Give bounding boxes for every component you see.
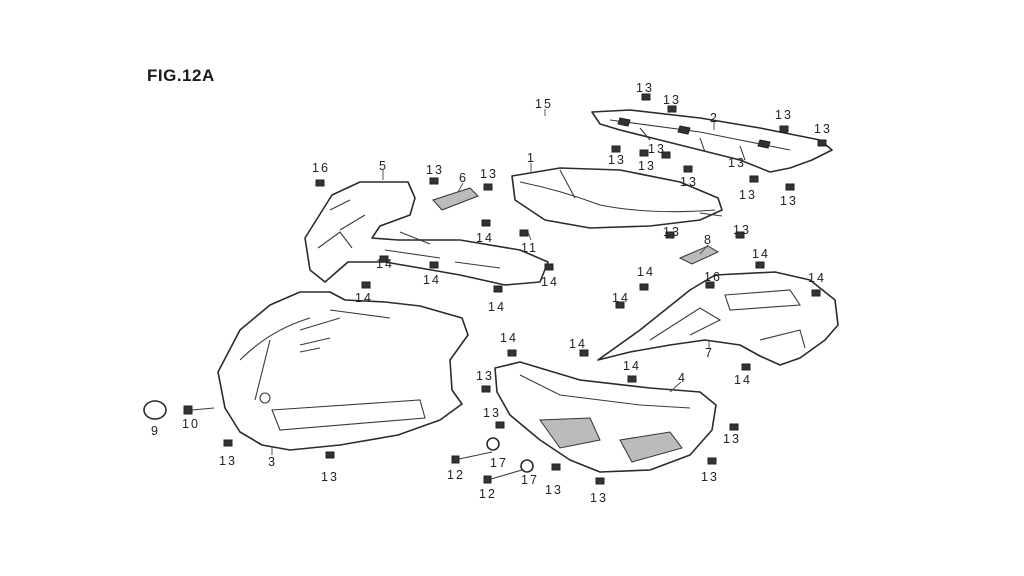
callout: 2 [710,111,719,125]
callout: 13 [780,194,798,208]
callout: 14 [612,291,630,305]
callout: 13 [476,369,494,383]
callout: 14 [500,331,518,345]
callout: 17 [490,456,508,470]
callout: 17 [521,473,539,487]
callout: 15 [535,97,553,111]
callout: 7 [705,346,714,360]
part-1-cover [511,167,723,229]
callout: 13 [636,81,654,95]
callout: 13 [728,156,746,170]
callout: 3 [268,455,277,469]
callout: 14 [376,257,394,271]
callout: 13 [663,225,681,239]
callout: 1 [527,151,536,165]
callout: 12 [479,487,497,501]
callout: 11 [521,241,538,255]
callout: 14 [423,273,441,287]
callout: 13 [648,142,666,156]
callout: 13 [775,108,793,122]
part-7-right-panel [597,271,839,366]
part-5-inner-shield [304,181,549,286]
callout: 13 [638,159,656,173]
callout: 14 [734,373,752,387]
callout: 14 [808,271,826,285]
callout: 10 [182,417,200,431]
part-2-bracket [591,109,833,173]
part-10-bolt [183,405,215,415]
callout: 13 [219,454,237,468]
callout: 16 [704,270,722,284]
part-9-cap [143,400,167,420]
figure-title: FIG.12A [147,66,215,85]
fasteners [223,93,827,485]
callout: 13 [321,470,339,484]
callout: 13 [680,175,698,189]
callout: 12 [447,468,465,482]
callout: 14 [541,275,559,289]
callout: 4 [678,371,687,385]
callout: 14 [488,300,506,314]
callout: 8 [704,233,713,247]
callout: 13 [701,470,719,484]
callout: 13 [723,432,741,446]
callout: 13 [426,163,444,177]
callout: 16 [312,161,330,175]
callout: 13 [608,153,626,167]
callout: 13 [814,122,832,136]
callout: 13 [483,406,501,420]
callout: 6 [459,171,468,185]
callout: 14 [476,231,494,245]
callout: 13 [739,188,757,202]
callout: 14 [623,359,641,373]
callout: 13 [590,491,608,505]
callout: 13 [545,483,563,497]
callout: 14 [637,265,655,279]
part-8-grill [678,245,720,265]
callout: 9 [151,424,160,438]
part-4-lower-cover [494,361,717,473]
part-3-front-shield [217,291,469,451]
callout: 13 [733,223,751,237]
callout: 13 [663,93,681,107]
part-6-grill [432,187,479,211]
callout: 14 [569,337,587,351]
leader-lines [271,109,715,455]
callout: 14 [752,247,770,261]
callout: 5 [379,159,388,173]
callouts: 13 13 2 13 13 15 13 13 13 13 13 13 13 1 … [151,81,832,505]
callout: 13 [480,167,498,181]
callout: 14 [355,291,373,305]
